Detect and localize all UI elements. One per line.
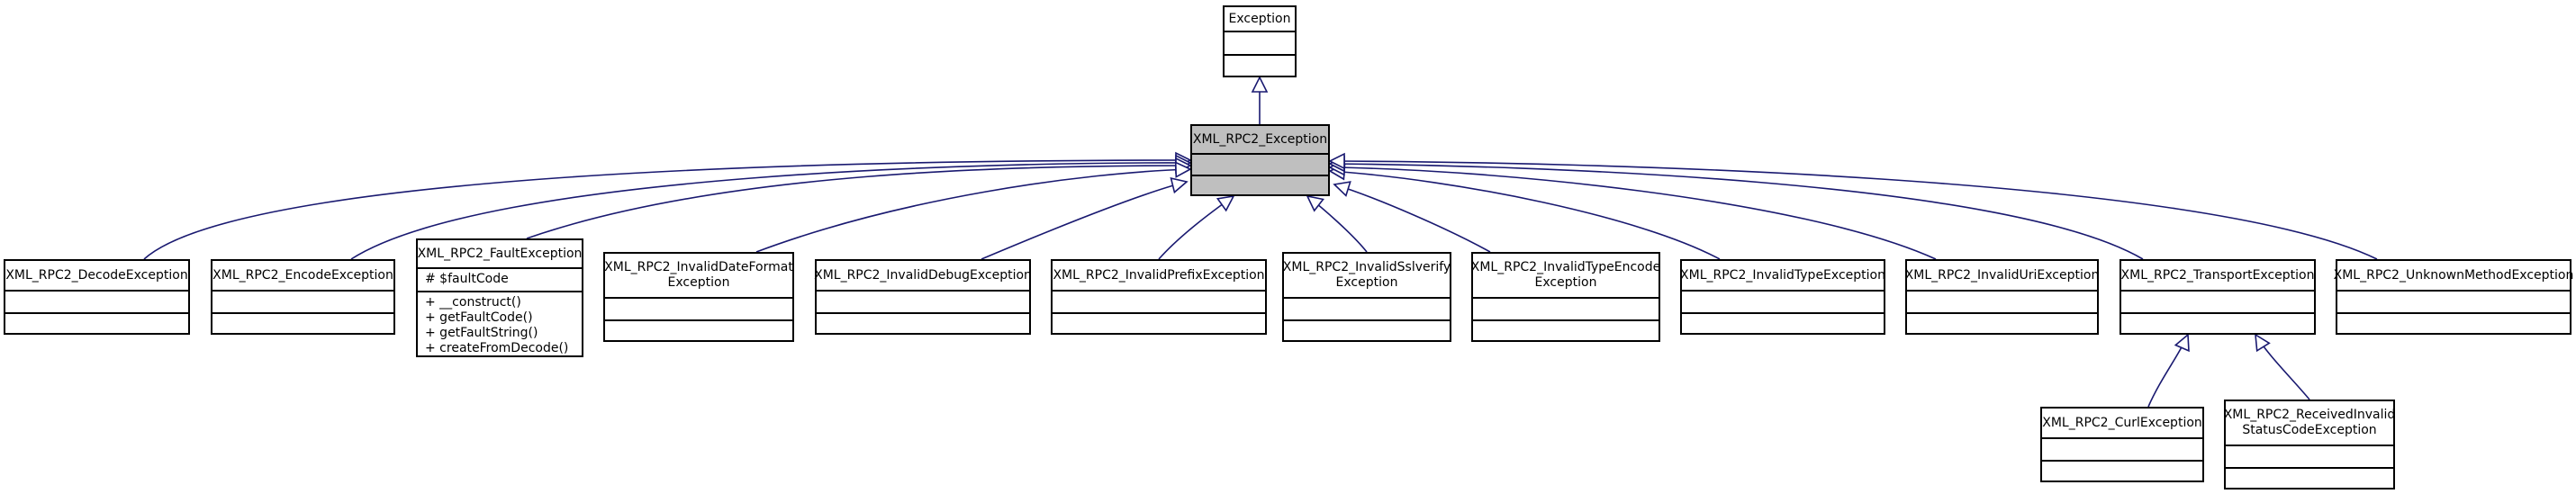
class-decode-exception[interactable]: XML_RPC2_DecodeException xyxy=(4,259,190,335)
class-name: XML_RPC2_EncodeException xyxy=(212,267,393,283)
class-name: XML_RPC2_InvalidPrefixException xyxy=(1053,267,1265,283)
class-invalid-type-exception[interactable]: XML_RPC2_InvalidTypeException xyxy=(1680,259,1885,335)
class-encode-exception[interactable]: XML_RPC2_EncodeException xyxy=(211,259,395,335)
class-name: XML_RPC2_CurlException xyxy=(2042,415,2202,430)
edge-encode xyxy=(350,162,1191,260)
attributes-section xyxy=(1225,31,1295,54)
class-invalid-uri-exception[interactable]: XML_RPC2_InvalidUriException xyxy=(1905,259,2099,335)
edge-invalid-type-encode xyxy=(1333,184,1491,253)
class-name: XML_RPC2_InvalidSslverify Exception xyxy=(1282,260,1451,290)
class-name: XML_RPC2_FaultException xyxy=(417,246,583,261)
operation-get-fault-string: + getFaultString() xyxy=(425,326,538,340)
edge-fault xyxy=(526,165,1191,239)
class-invalid-prefix-exception[interactable]: XML_RPC2_InvalidPrefixException xyxy=(1051,259,1267,335)
class-name: XML_RPC2_InvalidDateFormat Exception xyxy=(604,260,793,290)
edge-curl-arrowhead xyxy=(2174,333,2190,353)
class-invalid-sslverify-exception[interactable]: XML_RPC2_InvalidSslverify Exception xyxy=(1282,252,1451,342)
operations-section xyxy=(212,312,393,333)
class-name: XML_RPC2_InvalidUriException xyxy=(1904,267,2100,283)
attributes-section xyxy=(212,290,393,312)
attributes-section: # $faultCode xyxy=(418,267,582,291)
class-name: XML_RPC2_InvalidTypeException xyxy=(1680,267,1885,283)
edge-invalid-prefix-arrowhead xyxy=(1216,194,1235,212)
attributes-section xyxy=(1192,153,1328,175)
class-name: XML_RPC2_InvalidTypeEncode Exception xyxy=(1470,260,1661,290)
attribute-fault-code: # $faultCode xyxy=(425,272,509,286)
attributes-section xyxy=(2042,437,2202,460)
attributes-section xyxy=(5,290,188,312)
edge-invalid-debug xyxy=(981,181,1188,260)
operation-construct: + __construct() xyxy=(425,295,521,310)
operation-create-from-decode: + createFromDecode() xyxy=(425,341,569,355)
class-unknown-method-exception[interactable]: XML_RPC2_UnknownMethodException xyxy=(2333,259,2574,335)
class-invalid-date-format-exception[interactable]: XML_RPC2_InvalidDateFormat Exception xyxy=(603,252,794,342)
class-xml-rpc2-exception[interactable]: XML_RPC2_Exception xyxy=(1190,124,1330,196)
edge-invalid-date-format xyxy=(755,168,1191,253)
class-invalid-debug-exception[interactable]: XML_RPC2_InvalidDebugException xyxy=(814,259,1032,335)
class-transport-exception[interactable]: XML_RPC2_TransportException xyxy=(2120,259,2316,335)
class-exception[interactable]: Exception xyxy=(1223,5,1297,77)
edge-invalid-uri xyxy=(1329,166,1937,260)
attributes-section xyxy=(1682,290,1884,312)
class-name: XML_RPC2_TransportException xyxy=(2120,267,2315,283)
edge-invalid-debug-arrowhead xyxy=(1170,177,1189,194)
class-name: Exception xyxy=(1228,11,1291,26)
class-name: XML_RPC2_Exception xyxy=(1192,131,1328,147)
edge-decode xyxy=(143,159,1191,260)
attributes-section xyxy=(1473,297,1659,319)
edge-invalid-type-encode-arrowhead xyxy=(1333,181,1351,197)
class-received-invalid-status-code-exception[interactable]: XML_RPC2_ReceivedInvalid StatusCodeExcep… xyxy=(2224,400,2395,490)
operation-get-fault-code: + getFaultCode() xyxy=(425,310,533,325)
attributes-section xyxy=(2337,290,2570,312)
operations-section xyxy=(2121,312,2314,333)
class-name: XML_RPC2_UnknownMethodException xyxy=(2333,267,2574,283)
operations-section xyxy=(1053,312,1265,333)
operations-section xyxy=(2337,312,2570,333)
attributes-section xyxy=(2121,290,2314,312)
attributes-section xyxy=(605,297,792,319)
edge-unknown-method xyxy=(1329,160,2378,260)
operations-section xyxy=(1284,319,1450,340)
operations-section xyxy=(1682,312,1884,333)
operations-section xyxy=(5,312,188,333)
operations-section xyxy=(605,319,792,340)
attributes-section xyxy=(1053,290,1265,312)
inheritance-edges xyxy=(143,76,2378,408)
attributes-section xyxy=(2226,445,2393,467)
class-name: XML_RPC2_InvalidDebugException xyxy=(814,267,1032,283)
operations-section xyxy=(817,312,1029,333)
operations-section xyxy=(1225,54,1295,76)
class-fault-exception[interactable]: XML_RPC2_FaultException # $faultCode + _… xyxy=(416,238,583,357)
operations-section: + __construct() + getFaultCode() + getFa… xyxy=(418,291,582,355)
edge-unknown-method-arrowhead xyxy=(1328,152,1345,170)
edge-invalid-date-format-arrowhead xyxy=(1174,161,1192,178)
operations-section xyxy=(1473,319,1659,340)
attributes-section xyxy=(817,290,1029,312)
class-curl-exception[interactable]: XML_RPC2_CurlException xyxy=(2040,407,2204,482)
operations-section xyxy=(2226,467,2393,488)
class-invalid-type-encode-exception[interactable]: XML_RPC2_InvalidTypeEncode Exception xyxy=(1471,252,1660,342)
operations-section xyxy=(1907,312,2097,333)
operations-section xyxy=(1192,175,1328,194)
attributes-section xyxy=(1284,297,1450,319)
edge-invalid-type xyxy=(1329,170,1721,260)
class-name: XML_RPC2_DecodeException xyxy=(5,267,188,283)
edge-invalid-sslverify-arrowhead xyxy=(1306,194,1324,212)
class-name: XML_RPC2_ReceivedInvalid StatusCodeExcep… xyxy=(2223,408,2396,437)
edge-base-to-exception-arrowhead xyxy=(1251,76,1269,93)
operations-section xyxy=(2042,460,2202,481)
edge-transport xyxy=(1329,163,2144,260)
attributes-section xyxy=(1907,290,2097,312)
edge-received-invalid-status-code-arrowhead xyxy=(2255,333,2271,353)
